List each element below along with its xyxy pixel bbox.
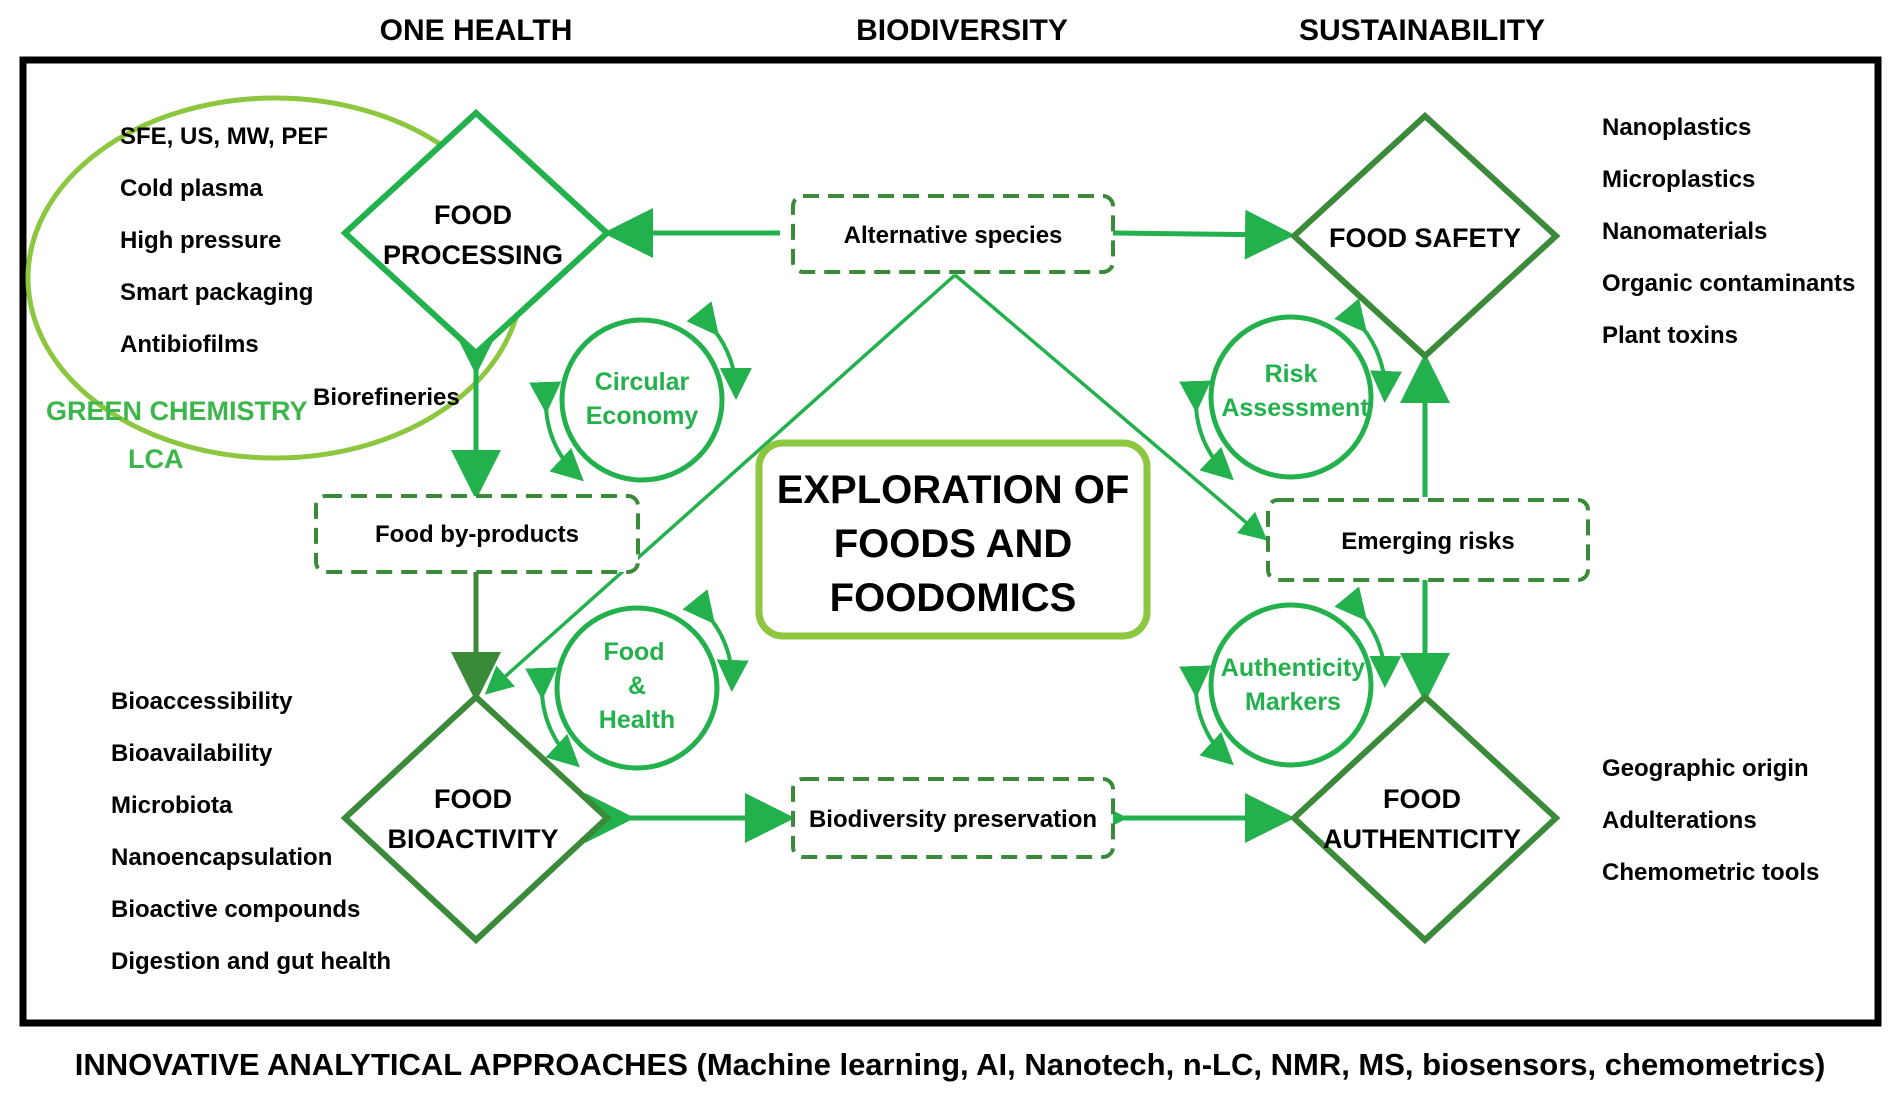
list-item: SFE, US, MW, PEF [120,123,328,150]
cycle-authenticity-markers-circle [1208,602,1374,768]
diamond-food-bioactivity [340,692,612,945]
cycle-food-health-line2: & [628,672,646,700]
list-item: Antibiofilms [120,331,259,358]
list-item: Bioaccessibility [111,688,293,715]
list-item: Chemometric tools [1602,859,1819,886]
cycle-authenticity-markers-line2: Markers [1245,688,1341,716]
box-emerging-risks-label: Emerging risks [1341,528,1514,555]
cycle-authenticity-markers-line1: Authenticity [1221,654,1366,682]
center-line3: FOODOMICS [830,576,1077,620]
diamond-food-safety [1289,111,1561,361]
list-safety: Nanoplastics Microplastics Nanomaterials… [1602,114,1855,349]
diamond-food-processing [340,108,612,358]
node-food-bioactivity-line2: BIOACTIVITY [387,824,558,854]
list-item: Microbiota [111,792,233,819]
list-item: Bioactive compounds [111,896,360,923]
cycle-circular-economy-line2: Economy [586,402,699,430]
cycle-risk-assessment-line2: Assessment [1221,394,1369,422]
box-food-byproducts-label: Food by-products [375,521,579,548]
label-lca: LCA [128,444,184,474]
header-sustainability: SUSTAINABILITY [1299,14,1545,47]
node-food-safety: FOOD SAFETY [1329,223,1521,253]
list-authenticity: Geographic origin Adulterations Chemomet… [1602,755,1819,886]
list-item: Nanomaterials [1602,218,1767,245]
cycle-circular-economy-circle [559,317,725,483]
header-one-health: ONE HEALTH [380,14,573,47]
list-item: Geographic origin [1602,755,1809,782]
label-biorefineries: Biorefineries [313,384,460,411]
box-biodiversity-preservation-label: Biodiversity preservation [809,806,1097,833]
list-processing: SFE, US, MW, PEF Cold plasma High pressu… [120,123,328,358]
node-food-bioactivity-line1: FOOD [434,784,512,814]
box-food-byproducts [314,494,640,574]
cycle-food-health: Food & Health [525,589,749,771]
list-item: Digestion and gut health [111,948,391,975]
cycle-authenticity-markers: Authenticity Markers [1179,586,1402,768]
list-item: Nanoplastics [1602,114,1751,141]
connectors [451,208,1450,843]
footer-innovative-approaches: INNOVATIVE ANALYTICAL APPROACHES (Machin… [75,1047,1826,1082]
list-item: Bioavailability [111,740,273,767]
cycle-circular-economy: Circular Economy [529,301,752,483]
cycle-arrow-circular-left [529,381,584,482]
cycle-arrow-health-left [525,667,580,768]
list-item: Cold plasma [120,175,263,202]
box-alternative-species [791,194,1115,274]
cycle-arrow-risk-right [1334,298,1402,403]
arrow-alt-to-emerging [953,273,1268,541]
node-food-processing-line2: PROCESSING [383,240,563,270]
outer-frame [19,56,1882,1027]
cycle-arrow-circular-right [686,301,752,400]
list-item: Microplastics [1602,166,1755,193]
center-line1: EXPLORATION OF [777,468,1130,512]
header-biodiversity: BIODIVERSITY [856,14,1068,47]
node-food-authenticity-line1: FOOD [1383,784,1461,814]
list-item: Nanoencapsulation [111,844,332,871]
box-emerging-risks [1266,498,1590,582]
arrow-alt-to-safety [1112,209,1295,260]
list-item: High pressure [120,227,281,254]
cycle-arrow-health-right [682,589,749,692]
node-food-processing-line1: FOOD [434,200,512,230]
box-biodiversity-preservation [791,777,1115,859]
cycle-arrow-risk-left [1179,380,1234,481]
cycle-circular-economy-line1: Circular [595,368,690,396]
list-item: Plant toxins [1602,322,1738,349]
diamond-food-authenticity [1289,692,1561,945]
cycle-risk-assessment-line1: Risk [1265,360,1318,388]
box-alternative-species-label: Alternative species [844,222,1063,249]
list-item: Organic contaminants [1602,270,1855,297]
arrow-alt-to-bioactivity [484,273,957,695]
center-box [755,439,1151,640]
list-item: Adulterations [1602,807,1757,834]
list-bioactivity: Bioaccessibility Bioavailability Microbi… [111,688,391,975]
list-item: Smart packaging [120,279,313,306]
label-green-chemistry: GREEN CHEMISTRY [46,396,308,426]
cycle-food-health-line3: Health [599,706,675,734]
node-food-authenticity-line2: AUTHENTICITY [1323,824,1521,854]
cycle-arrow-auth-right [1334,586,1402,688]
cycle-risk-assessment: Risk Assessment [1179,298,1402,481]
cycle-food-health-line1: Food [603,638,664,666]
cycle-arrow-auth-left [1179,665,1234,766]
center-line2: FOODS AND [834,522,1073,566]
